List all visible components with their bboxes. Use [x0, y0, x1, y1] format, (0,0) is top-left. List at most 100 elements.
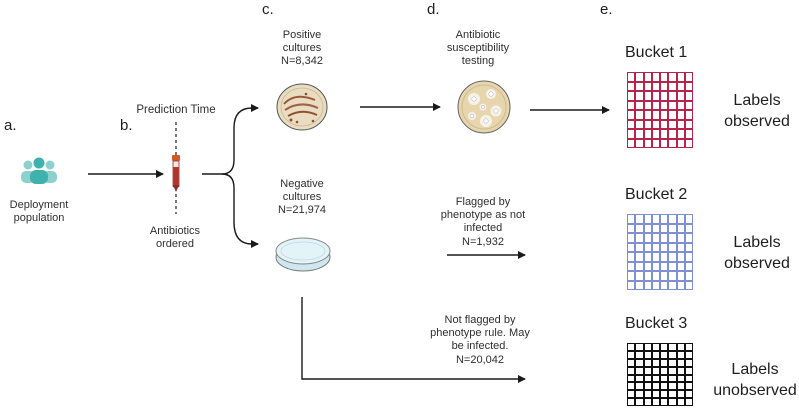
- bucket-2-label: Labels observed: [724, 234, 790, 272]
- grid-cell: [676, 110, 685, 120]
- ast-dish-icon: [457, 80, 511, 134]
- grid-cell: [660, 350, 669, 359]
- grid-cell: [676, 129, 685, 139]
- grid-cell: [627, 374, 636, 383]
- grid-cell: [676, 374, 685, 383]
- grid-cell: [668, 129, 677, 139]
- grid-cell: [660, 382, 669, 391]
- grid-cell: [668, 280, 677, 290]
- grid-cell: [627, 382, 636, 391]
- grid-cell: [676, 390, 685, 399]
- grid-cell: [668, 100, 677, 110]
- grid-cell: [651, 350, 660, 359]
- grid-cell: [668, 223, 677, 233]
- population-label: Deployment population: [9, 199, 69, 225]
- grid-cell: [676, 214, 685, 224]
- grid-cell: [668, 72, 677, 82]
- grid-cell: [668, 81, 677, 91]
- grid-cell: [651, 271, 660, 281]
- grid-cell: [668, 214, 677, 224]
- grid-cell: [635, 398, 644, 406]
- grid-cell: [627, 119, 636, 129]
- grid-cell: [660, 214, 669, 224]
- bucket-2-grid: [627, 214, 693, 290]
- grid-cell: [651, 91, 660, 101]
- bucket-1-label: Labels observed: [724, 92, 790, 130]
- positive-dish-icon: [276, 83, 328, 131]
- grid-cell: [635, 280, 644, 290]
- grid-cell: [643, 261, 652, 271]
- grid-cell: [684, 138, 693, 148]
- grid-cell: [660, 390, 669, 399]
- arrow-negative-to-bucket3: [301, 297, 526, 383]
- grid-cell: [660, 271, 669, 281]
- grid-cell: [627, 350, 636, 359]
- grid-cell: [635, 374, 644, 383]
- grid-cell: [643, 233, 652, 243]
- grid-cell: [651, 72, 660, 82]
- grid-cell: [676, 343, 685, 351]
- grid-cell: [676, 398, 685, 406]
- grid-cell: [676, 358, 685, 367]
- grid-cell: [651, 382, 660, 391]
- panel-letter-e: e.: [600, 1, 613, 18]
- grid-cell: [660, 110, 669, 120]
- grid-cell: [676, 280, 685, 290]
- grid-cell: [635, 350, 644, 359]
- grid-cell: [684, 100, 693, 110]
- grid-cell: [684, 374, 693, 383]
- grid-cell: [684, 350, 693, 359]
- grid-cell: [668, 261, 677, 271]
- grid-cell: [660, 119, 669, 129]
- grid-cell: [684, 233, 693, 243]
- grid-cell: [668, 119, 677, 129]
- antibiotics-label: Antibiotics ordered: [149, 225, 201, 251]
- grid-cell: [668, 350, 677, 359]
- bucket-2-title: Bucket 2: [625, 186, 688, 203]
- grid-cell: [676, 271, 685, 281]
- grid-cell: [627, 81, 636, 91]
- grid-cell: [635, 119, 644, 129]
- grid-cell: [660, 374, 669, 383]
- grid-cell: [643, 100, 652, 110]
- grid-cell: [676, 100, 685, 110]
- grid-cell: [643, 390, 652, 399]
- grid-cell: [635, 242, 644, 252]
- grid-cell: [651, 261, 660, 271]
- grid-cell: [651, 374, 660, 383]
- grid-cell: [627, 110, 636, 120]
- grid-cell: [627, 72, 636, 82]
- grid-cell: [668, 252, 677, 262]
- grid-cell: [676, 350, 685, 359]
- grid-cell: [684, 129, 693, 139]
- grid-cell: [651, 214, 660, 224]
- arrow-tube-to-positive: [202, 104, 259, 175]
- grid-cell: [627, 252, 636, 262]
- grid-cell: [643, 358, 652, 367]
- negative-cultures-label: Negative cultures N=21,974: [277, 178, 326, 217]
- grid-cell: [643, 366, 652, 375]
- ast-label: Antibiotic susceptibility testing: [446, 29, 510, 68]
- grid-cell: [676, 366, 685, 375]
- grid-cell: [635, 366, 644, 375]
- grid-cell: [660, 129, 669, 139]
- grid-cell: [676, 382, 685, 391]
- grid-cell: [651, 100, 660, 110]
- negative-dish-icon: [275, 237, 331, 272]
- flagged-label: Flagged by phenotype as not infected N=1…: [440, 196, 526, 248]
- grid-cell: [651, 252, 660, 262]
- grid-cell: [660, 138, 669, 148]
- grid-cell: [660, 280, 669, 290]
- grid-cell: [627, 358, 636, 367]
- grid-cell: [651, 129, 660, 139]
- arrow-tube-to-negative: [221, 173, 259, 248]
- grid-cell: [627, 233, 636, 243]
- bucket-3-grid: [627, 343, 693, 406]
- grid-cell: [684, 252, 693, 262]
- grid-cell: [635, 214, 644, 224]
- grid-cell: [643, 374, 652, 383]
- grid-cell: [651, 280, 660, 290]
- grid-cell: [635, 223, 644, 233]
- grid-cell: [627, 242, 636, 252]
